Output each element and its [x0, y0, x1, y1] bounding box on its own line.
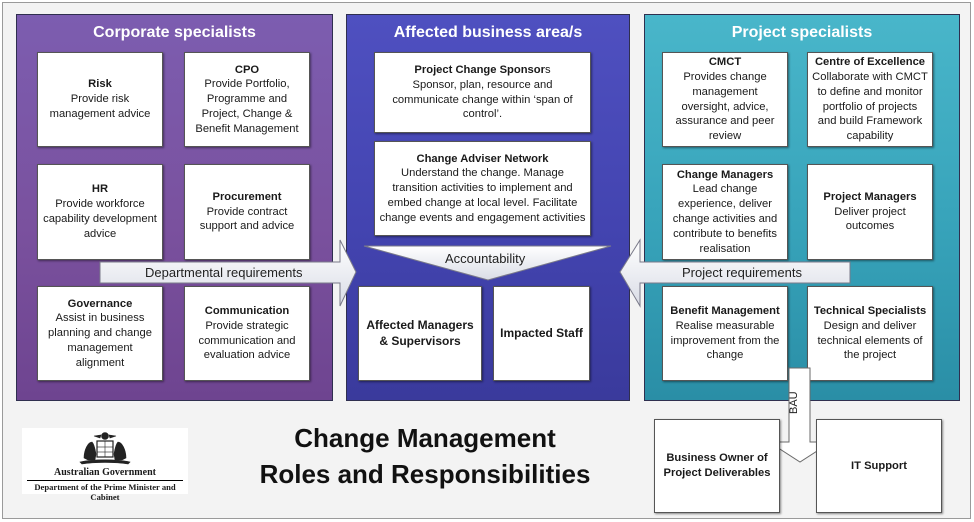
accountability-chevron	[363, 245, 612, 281]
sponsors-heading: Project Change Sponsors	[414, 63, 550, 78]
project-requirements-label: Project requirements	[682, 265, 802, 280]
change-managers-box: Change Managers Lead change experience, …	[662, 164, 788, 260]
hr-box: HR Provide workforce capability developm…	[37, 164, 163, 260]
governance-text: Assist in business planning and change m…	[48, 312, 152, 369]
procurement-title: Procurement	[212, 190, 282, 203]
sponsors-title-suffix: s	[544, 63, 551, 76]
australian-government-logo: Australian Government Department of the …	[22, 428, 188, 502]
communication-text: Provide strategic communication and eval…	[198, 319, 296, 362]
risk-title: Risk	[88, 78, 112, 91]
cpo-title: CPO	[234, 63, 260, 76]
technical-text: Design and deliver technical elements of…	[817, 319, 923, 362]
procurement-box: Procurement Provide contract support and…	[184, 164, 310, 260]
it-support-title: IT Support	[851, 459, 907, 472]
centre-of-excellence-box: Centre of Excellence Collaborate with CM…	[807, 52, 933, 147]
cpo-box: CPO Provide Portfolio, Programme and Pro…	[184, 52, 310, 147]
sponsors-title: Project Change Sponsor	[414, 63, 545, 76]
project-managers-box: Project Managers Deliver project outcome…	[807, 164, 933, 260]
governance-title: Governance	[67, 297, 133, 310]
business-owner-box: Business Owner of Project Deliverables	[654, 419, 780, 513]
project-managers-title: Project Managers	[823, 190, 917, 203]
impacted-staff-box: Impacted Staff	[493, 286, 590, 381]
change-adviser-network-box: Change Adviser Network Understand the ch…	[374, 141, 591, 236]
project-panel-title: Project specialists	[731, 24, 873, 41]
risk-text: Provide risk management advice	[49, 93, 151, 120]
business-owner-title: Business Owner of Project Deliverables	[663, 452, 771, 479]
coe-title: Centre of Excellence	[814, 56, 926, 69]
bau-label: BAU	[788, 391, 800, 414]
cmct-text: Provides change management oversight, ad…	[675, 70, 775, 143]
technical-title: Technical Specialists	[813, 304, 927, 317]
it-support-box: IT Support	[816, 419, 942, 513]
title-line-2: Roles and Responsibilities	[259, 459, 591, 490]
affected-managers-title: Affected Managers & Supervisors	[366, 317, 474, 348]
cmct-title: CMCT	[708, 56, 742, 69]
change-managers-text: Lead change experience, deliver change a…	[672, 183, 778, 255]
benefit-text: Realise measurable improvement from the …	[670, 319, 780, 362]
logo-divider	[27, 480, 183, 481]
title-line-1: Change Management	[294, 423, 556, 453]
risk-box: Risk Provide risk management advice	[37, 52, 163, 147]
project-change-sponsors-box: Project Change Sponsors Sponsor, plan, r…	[374, 52, 591, 133]
logo-line-2: Department of the Prime Minister and Cab…	[34, 482, 176, 502]
communication-box: Communication Provide strategic communic…	[184, 286, 310, 381]
project-managers-text: Deliver project outcomes	[834, 205, 906, 233]
sponsors-text: Sponsor, plan, resource and communicate …	[392, 78, 573, 121]
affected-managers-box: Affected Managers & Supervisors	[358, 286, 482, 381]
benefit-management-box: Benefit Management Realise measurable im…	[662, 286, 788, 381]
benefit-title: Benefit Management	[670, 304, 780, 317]
coat-of-arms-icon	[79, 432, 131, 465]
hr-title: HR	[91, 183, 109, 196]
communication-title: Communication	[204, 304, 290, 317]
logo-line-1: Australian Government	[54, 467, 156, 478]
change-managers-title: Change Managers	[676, 168, 774, 181]
governance-box: Governance Assist in business planning a…	[37, 286, 163, 381]
business-panel-title: Affected business area/s	[393, 24, 583, 41]
corporate-panel-title: Corporate specialists	[93, 24, 256, 41]
hr-text: Provide workforce capability development…	[43, 198, 157, 240]
cpo-text: Provide Portfolio, Programme and Project…	[195, 78, 299, 135]
project-requirements-arrow	[619, 238, 851, 308]
adviser-title: Change Adviser Network	[416, 152, 549, 165]
cmct-box: CMCT Provides change management oversigh…	[662, 52, 788, 147]
procurement-text: Provide contract support and advice	[199, 205, 295, 233]
bau-arrow	[767, 367, 833, 463]
technical-specialists-box: Technical Specialists Design and deliver…	[807, 286, 933, 381]
accountability-label: Accountability	[445, 251, 526, 266]
impacted-staff-title: Impacted Staff	[500, 325, 583, 340]
coe-text: Collaborate with CMCT to define and moni…	[812, 70, 928, 143]
departmental-requirements-arrow	[99, 239, 357, 307]
adviser-text: Understand the change. Manage transition…	[379, 167, 586, 224]
departmental-requirements-label: Departmental requirements	[145, 265, 303, 280]
diagram-title: Change Management Roles and Responsibili…	[225, 420, 625, 493]
